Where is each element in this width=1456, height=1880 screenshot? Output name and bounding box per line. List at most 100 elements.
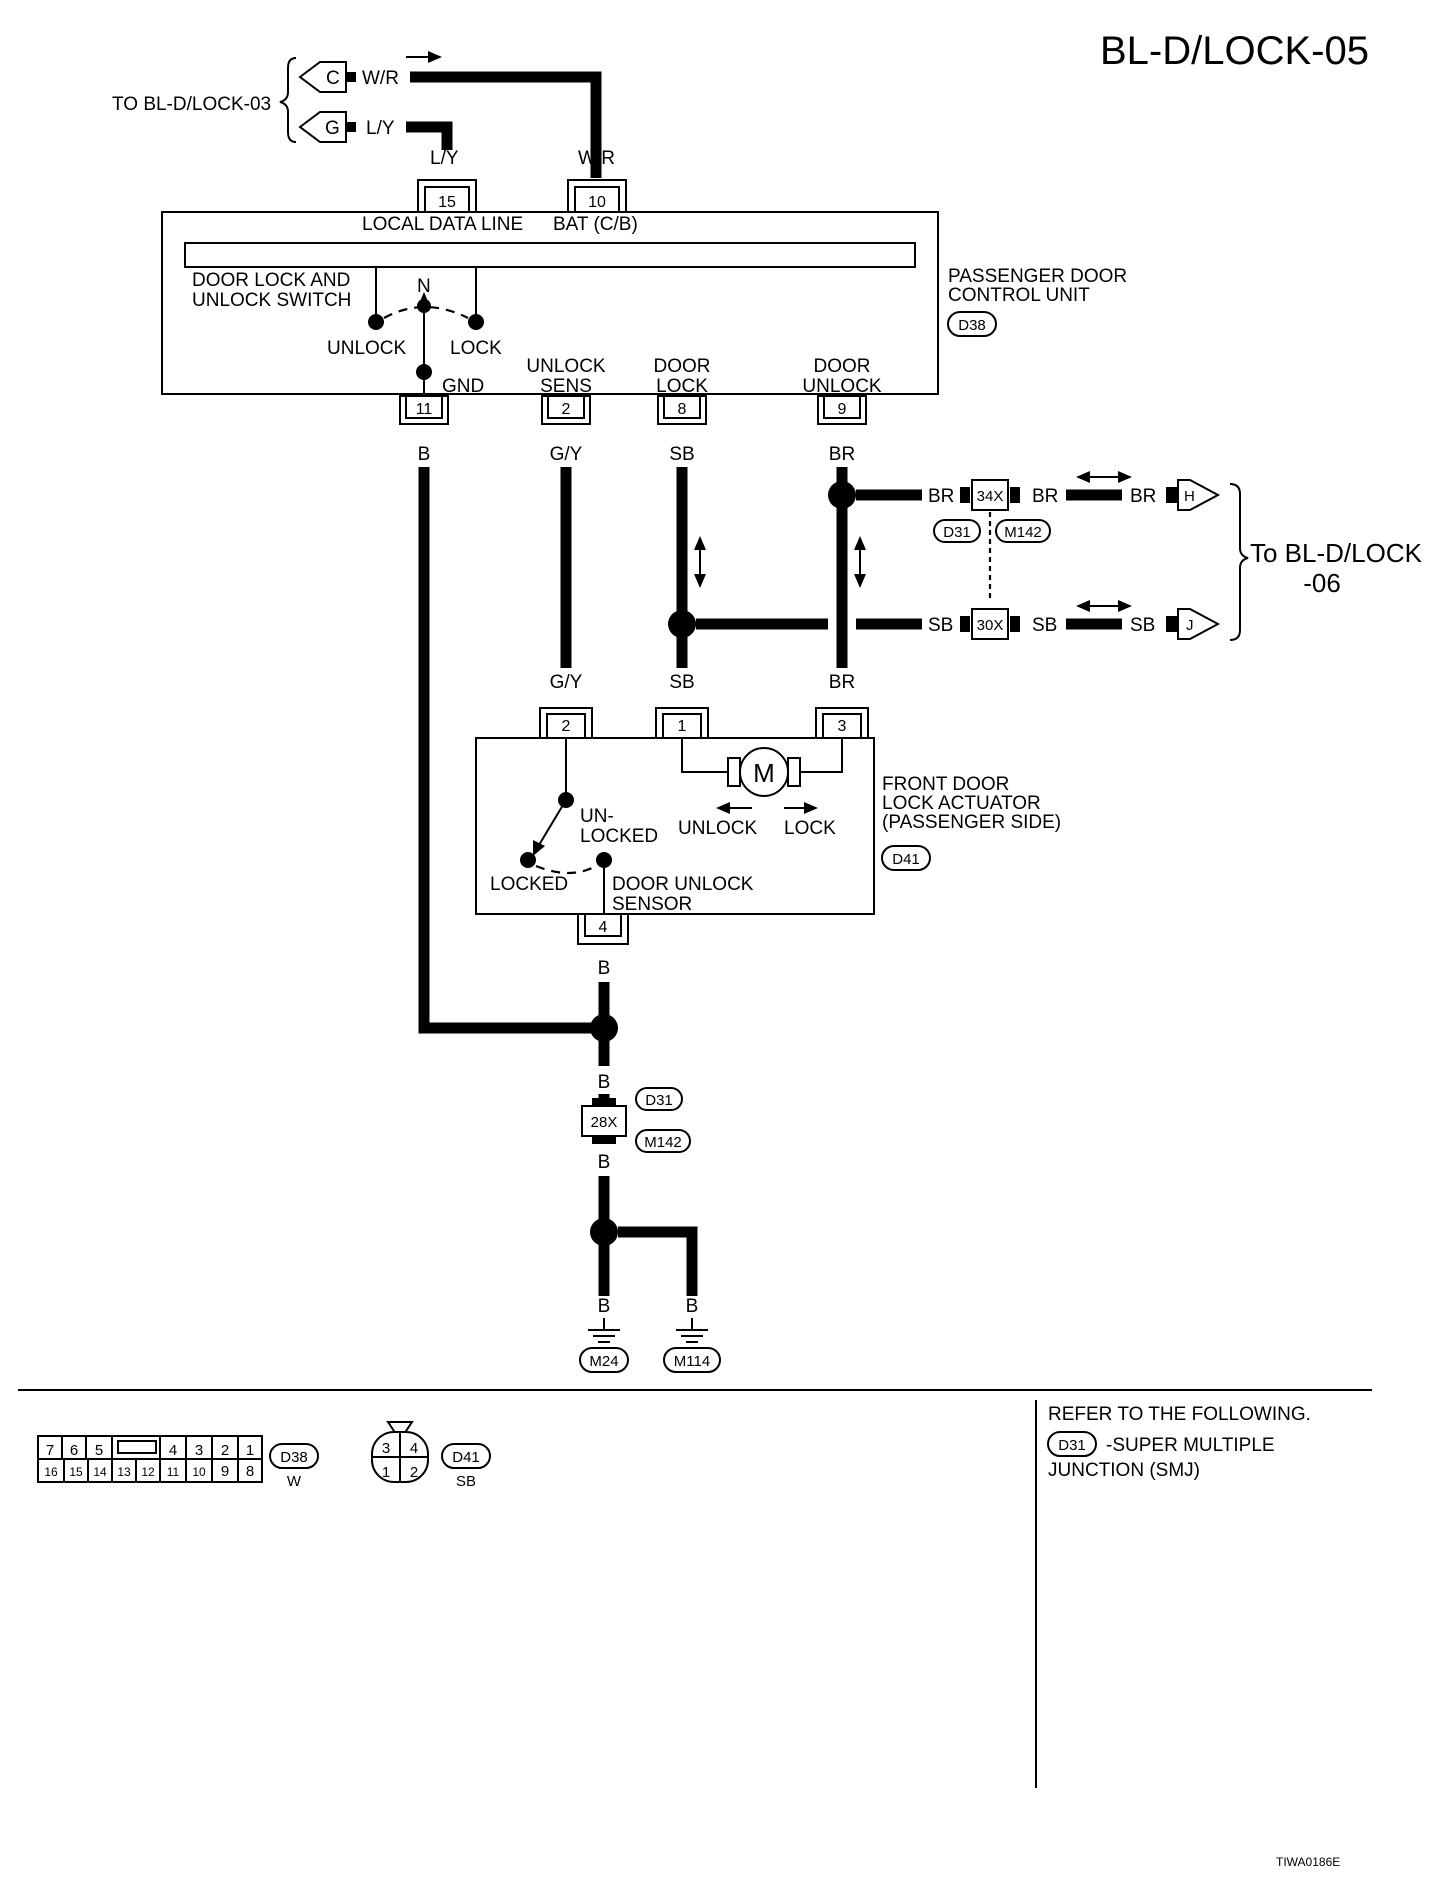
svg-text:H: H xyxy=(1184,488,1195,505)
pin-2-actuator: 2 xyxy=(562,718,571,735)
vertical-arrows xyxy=(694,536,866,588)
pin-15: 15 xyxy=(438,194,456,211)
d41-color: SB xyxy=(456,1473,476,1490)
svg-text:BR: BR xyxy=(1032,486,1058,507)
connector-d38-badge xyxy=(947,311,997,337)
pin-1-actuator: 1 xyxy=(678,718,687,735)
pin-3-actuator: 3 xyxy=(838,718,847,735)
svg-text:SB: SB xyxy=(1130,615,1155,636)
svg-text:M: M xyxy=(753,758,775,788)
svg-text:D41: D41 xyxy=(892,851,920,868)
connector-34x xyxy=(971,479,1009,511)
switch-unlock-label: UNLOCK xyxy=(327,338,407,359)
unlocked-label: LOCKED xyxy=(580,826,658,847)
svg-text:D38: D38 xyxy=(958,317,986,334)
refer-note: REFER TO THE FOLLOWING. D31 -SUPER MULTI… xyxy=(1047,1404,1311,1481)
svg-text:C: C xyxy=(326,68,340,89)
svg-text:M114: M114 xyxy=(674,1353,710,1370)
svg-text:13: 13 xyxy=(117,1465,131,1479)
wire-color-wr-top: W/R xyxy=(362,68,399,89)
svg-text:15: 15 xyxy=(69,1465,83,1479)
svg-text:9: 9 xyxy=(221,1463,229,1480)
svg-text:UN-: UN- xyxy=(580,806,614,827)
junction-sb xyxy=(668,610,696,638)
svg-text:1: 1 xyxy=(382,1464,390,1481)
svg-text:6: 6 xyxy=(70,1442,78,1459)
svg-text:B: B xyxy=(598,1296,611,1317)
junction-ground xyxy=(590,1014,618,1042)
connector-h-icon xyxy=(1177,479,1221,511)
door-lock-label: LOCK xyxy=(656,376,708,397)
svg-text:4: 4 xyxy=(410,1440,418,1457)
svg-text:3: 3 xyxy=(382,1440,390,1457)
svg-text:G: G xyxy=(325,118,340,139)
locked-label: LOCKED xyxy=(490,874,568,895)
image-code: TIWA0186E xyxy=(1276,1855,1340,1869)
svg-text:DOOR UNLOCK: DOOR UNLOCK xyxy=(612,874,754,895)
svg-text:B: B xyxy=(598,1152,611,1173)
svg-text:14: 14 xyxy=(93,1465,107,1479)
junction-br xyxy=(828,481,856,509)
pcu-name-2: CONTROL UNIT xyxy=(948,285,1090,306)
svg-text:G/Y: G/Y xyxy=(550,672,583,693)
unlock-sens-label: SENS xyxy=(540,376,592,397)
pin-10: 10 xyxy=(588,194,606,211)
svg-text:M24: M24 xyxy=(589,1353,618,1370)
svg-text:1: 1 xyxy=(246,1442,254,1459)
actuator-lock-label: LOCK xyxy=(784,818,836,839)
d38-color: W xyxy=(287,1473,302,1490)
wire-label-wr: W/R xyxy=(578,148,615,169)
svg-text:B: B xyxy=(418,444,431,465)
svg-text:BR: BR xyxy=(1130,486,1156,507)
ground-symbol-m114: M114 xyxy=(663,1318,721,1373)
top-ref-label: TO BL-D/LOCK-03 xyxy=(112,94,271,115)
svg-text:BR: BR xyxy=(928,486,954,507)
actuator-box xyxy=(475,737,875,915)
passenger-door-control-unit: 15 10 LOCAL DATA LINE BAT (C/B) DOOR LOC… xyxy=(161,179,1127,425)
svg-text:G/Y: G/Y xyxy=(550,444,583,465)
svg-text:B: B xyxy=(598,1072,611,1093)
switch-lock-label: LOCK xyxy=(450,338,502,359)
actuator-unlock-label: UNLOCK xyxy=(678,818,758,839)
svg-text:4: 4 xyxy=(169,1442,177,1459)
wire-wr xyxy=(410,71,602,178)
wire-ly xyxy=(406,121,453,150)
wire-b-ground xyxy=(418,467,604,1034)
svg-text:30X: 30X xyxy=(977,617,1004,634)
wire-label-ly: L/Y xyxy=(430,148,459,169)
front-door-lock-actuator: 2 1 3 M UNLOCK LOCK UN- LOCKED LOCKED DO… xyxy=(475,707,1061,945)
svg-text:DOOR: DOOR xyxy=(814,356,871,377)
actuator-name-2: LOCK ACTUATOR xyxy=(882,793,1041,814)
actuator-name-3: (PASSENGER SIDE) xyxy=(882,812,1061,833)
door-unlock-label: UNLOCK xyxy=(802,376,882,397)
svg-text:D31: D31 xyxy=(645,1092,673,1109)
pin-9: 9 xyxy=(838,401,847,418)
svg-text:SB: SB xyxy=(669,672,694,693)
switch-n-label: N xyxy=(417,276,431,297)
pin-8: 8 xyxy=(678,401,687,418)
internal-bus xyxy=(184,242,916,268)
connector-30x xyxy=(971,608,1009,640)
right-ref-label-1: To BL-D/LOCK xyxy=(1250,538,1423,568)
switch-label-2: UNLOCK SWITCH xyxy=(192,290,351,311)
connector-d41-badge xyxy=(881,845,931,871)
ground-symbol-m24: M24 xyxy=(579,1318,629,1373)
svg-text:SB: SB xyxy=(1032,615,1057,636)
pcu-name-1: PASSENGER DOOR xyxy=(948,266,1127,287)
svg-text:-SUPER MULTIPLE: -SUPER MULTIPLE xyxy=(1106,1435,1275,1456)
pin-11: 11 xyxy=(416,401,433,418)
svg-text:D41: D41 xyxy=(452,1449,480,1466)
svg-text:UNLOCK: UNLOCK xyxy=(526,356,606,377)
svg-text:BR: BR xyxy=(829,672,855,693)
svg-text:D38: D38 xyxy=(280,1449,308,1466)
pin-2-pcu: 2 xyxy=(562,401,571,418)
svg-text:28X: 28X xyxy=(591,1114,618,1131)
motor-icon xyxy=(739,747,789,797)
svg-text:16: 16 xyxy=(44,1465,58,1479)
svg-text:2: 2 xyxy=(410,1464,418,1481)
svg-text:34X: 34X xyxy=(977,488,1004,505)
svg-text:J: J xyxy=(1186,617,1194,634)
local-data-line-label: LOCAL DATA LINE xyxy=(362,214,523,235)
wire-color-ly-top: L/Y xyxy=(366,118,395,139)
